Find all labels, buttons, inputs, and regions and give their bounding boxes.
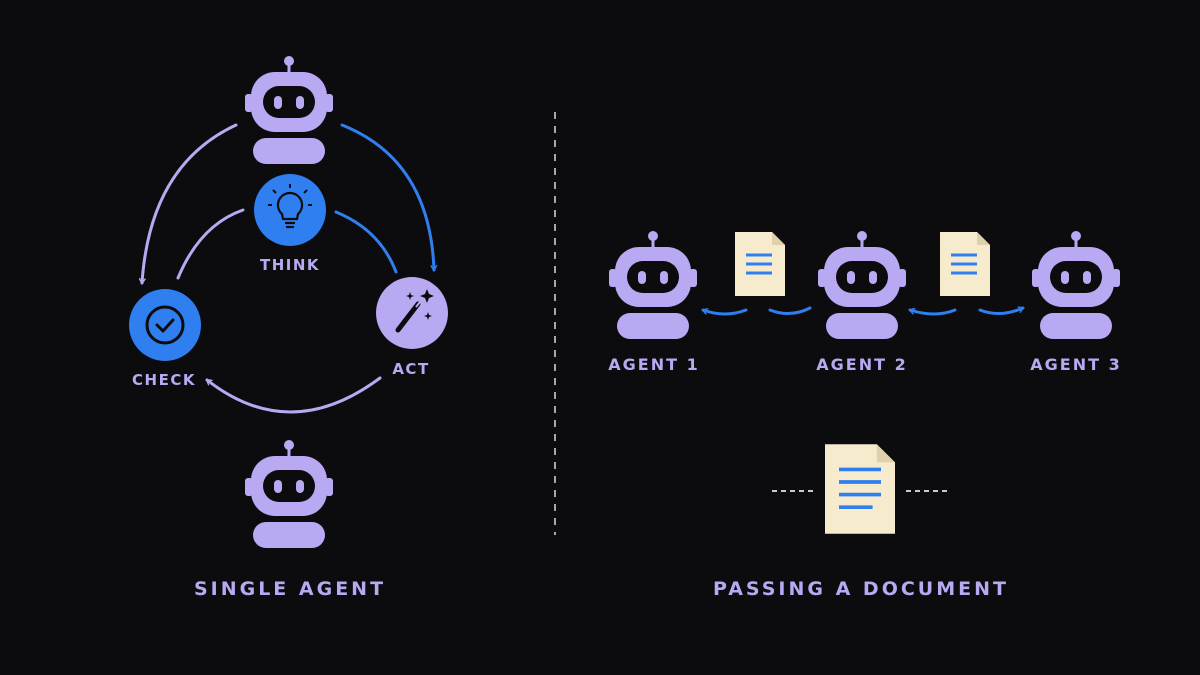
arc-check-to-think [176, 208, 245, 280]
document-1-icon [733, 230, 787, 298]
arc-from-agent-2-left [768, 306, 812, 315]
arrow-robot-to-check [138, 123, 238, 285]
agent-2-robot-icon [816, 229, 908, 341]
arc-think-to-act [334, 210, 398, 274]
act-node [376, 277, 448, 349]
passing-document-title: PASSING A DOCUMENT [713, 578, 1009, 600]
act-label: ACT [392, 360, 430, 378]
robot-bottom-icon [243, 438, 335, 550]
magic-wand-icon [395, 289, 434, 333]
agent-1-robot-icon [607, 229, 699, 341]
checkmark-icon [155, 318, 175, 333]
arrow-to-agent-3 [978, 306, 1025, 315]
agent-2-label: AGENT 2 [816, 355, 908, 374]
robot-top-icon [243, 54, 335, 166]
large-document-icon [825, 444, 895, 534]
single-agent-title: SINGLE AGENT [193, 578, 387, 600]
think-label: THINK [259, 256, 321, 274]
arrow-act-to-check [205, 376, 382, 414]
document-2-icon [938, 230, 992, 298]
arrow-to-agent-1 [701, 308, 748, 316]
lightbulb-icon [268, 184, 312, 229]
arrow-agent-2-left [908, 307, 957, 316]
agent-3-robot-icon [1030, 229, 1122, 341]
check-node [129, 289, 201, 361]
think-node [254, 174, 326, 246]
agent-1-label: AGENT 1 [608, 355, 700, 374]
arrow-robot-to-act [340, 123, 438, 272]
check-label: CHECK [132, 371, 196, 389]
agent-3-label: AGENT 3 [1030, 355, 1122, 374]
